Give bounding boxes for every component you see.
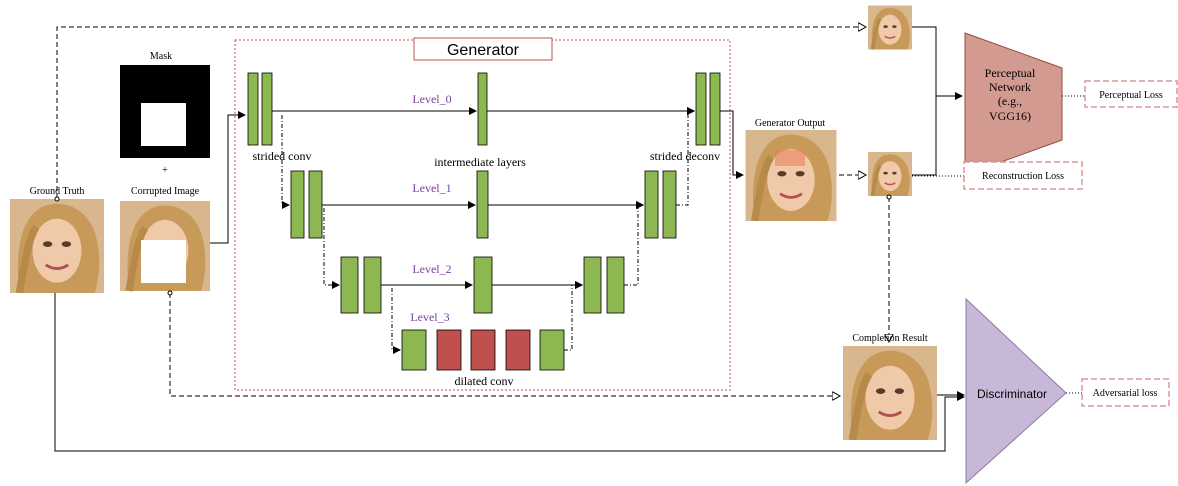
corrupted-dashed-arrow — [169, 293, 840, 396]
intermediate-block — [477, 72, 488, 146]
encoder-block — [247, 72, 259, 146]
encoder-block — [290, 170, 305, 239]
perceptual-network-line4: VGG16) — [989, 109, 1031, 123]
corrupted-image-label: Corrupted Image — [131, 186, 200, 197]
decoder-block — [709, 72, 721, 146]
encoder-block — [401, 329, 427, 371]
connector-dot — [54, 196, 60, 202]
reconstruction-loss-label: Reconstruction Loss — [982, 171, 1064, 182]
perceptual-network-line1: Perceptual — [985, 66, 1036, 80]
encoder-block — [340, 256, 359, 314]
decoder-block — [644, 170, 659, 239]
intermediate-block — [473, 256, 493, 314]
strided-deconv-label: strided deconv — [650, 149, 720, 163]
level-0-label: Level_0 — [412, 92, 451, 106]
connector-dot — [886, 194, 892, 200]
ground-truth-crop — [868, 5, 912, 50]
generator-output-image — [746, 130, 837, 221]
up-arrow — [564, 281, 583, 351]
generator-title-box — [413, 37, 553, 61]
reconstruction-loss-box — [963, 161, 1083, 190]
level-3-label: Level_3 — [410, 310, 449, 324]
decoder-block — [606, 256, 625, 314]
ground-truth-to-discriminator-arrow — [54, 293, 965, 452]
generator-title: Generator — [447, 42, 520, 59]
adversarial-loss-box — [1081, 378, 1170, 407]
perceptual-input-arrow — [912, 26, 963, 100]
completion-result-image — [843, 346, 937, 440]
connector-dot — [167, 290, 173, 296]
reconstructed-face — [868, 151, 912, 197]
inpainted-patch — [775, 150, 805, 166]
adversarial-loss-label: Adversarial loss — [1093, 388, 1158, 399]
mask-label: Mask — [150, 51, 172, 62]
perceptual-network-line2: Network — [989, 80, 1031, 94]
strided-conv-label: strided conv — [253, 149, 312, 163]
dilated-conv-block — [505, 329, 531, 371]
discriminator — [965, 297, 1067, 485]
up-arrow — [676, 107, 695, 206]
level-2-label: Level_2 — [412, 262, 451, 276]
encoder-block — [308, 170, 323, 239]
input-arrow — [210, 111, 246, 244]
down-arrow — [323, 208, 340, 289]
down-arrow — [391, 288, 401, 354]
output-arrow — [720, 110, 744, 179]
level-1-label: Level_1 — [412, 181, 451, 195]
decoder-block — [539, 329, 565, 371]
perceptual-network-line3: (e.g., — [998, 94, 1022, 108]
ground-truth-image — [10, 199, 104, 293]
decoder-block — [583, 256, 602, 314]
down-arrow — [281, 115, 290, 209]
intermediate-layers-label: intermediate layers — [434, 155, 526, 169]
dilated-conv-label: dilated conv — [455, 374, 514, 388]
up-arrow — [624, 201, 644, 286]
generator-output-label: Generator Output — [755, 118, 825, 129]
decoder-block — [695, 72, 707, 146]
completion-result-label: Completion Result — [852, 333, 928, 344]
encoder-block — [261, 72, 273, 146]
corrupted-hole — [141, 240, 186, 283]
plus-sign: + — [162, 165, 168, 176]
ground-truth-label: Ground Truth — [30, 186, 85, 197]
perceptual-loss-box — [1084, 80, 1178, 108]
perceptual-network — [964, 32, 1063, 176]
perceptual-loss-label: Perceptual Loss — [1099, 90, 1163, 101]
intermediate-block — [476, 170, 489, 239]
dilated-conv-block — [436, 329, 462, 371]
decoder-block — [662, 170, 677, 239]
encoder-block — [363, 256, 382, 314]
perceptual-input-arrow — [912, 96, 937, 176]
discriminator-label: Discriminator — [977, 387, 1047, 401]
dilated-conv-block — [470, 329, 496, 371]
generator-box — [234, 39, 731, 391]
ground-truth-dashed-arrow — [56, 27, 866, 199]
mask-hole — [141, 103, 186, 146]
